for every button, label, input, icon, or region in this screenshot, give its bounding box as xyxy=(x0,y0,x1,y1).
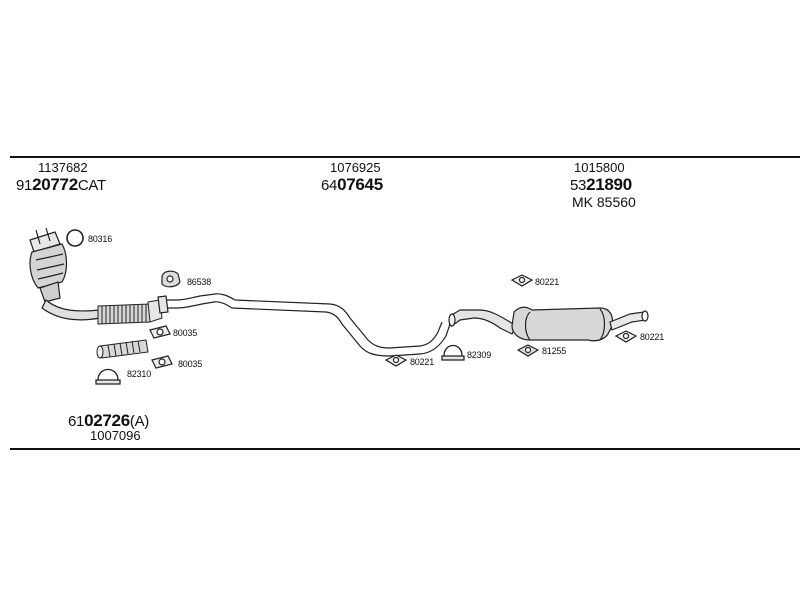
rubber-mount xyxy=(161,270,181,288)
rear-part-prefix: 53 xyxy=(570,177,587,194)
downpipe-part-suffix: (A) xyxy=(129,413,149,430)
front-part-suffix: CAT xyxy=(77,177,106,194)
callout-label: 80035 xyxy=(173,328,198,338)
pipe-clamp xyxy=(441,344,465,361)
callout-label: 80221 xyxy=(640,332,665,342)
downpipe-piece xyxy=(96,339,149,359)
rear-kit-number: MK 85560 xyxy=(572,194,636,210)
front-part-number: 9120772CAT xyxy=(16,176,106,193)
rear-oe-number: 1015800 xyxy=(574,160,625,175)
downpipe-oe-number: 1007096 xyxy=(90,428,141,443)
gasket-ring xyxy=(510,274,534,287)
rear-part-main: 21890 xyxy=(586,175,632,194)
middle-part-main: 07645 xyxy=(337,175,383,194)
downpipe-part-prefix: 61 xyxy=(68,413,85,430)
callout-label: 80221 xyxy=(410,357,435,367)
downpipe-part-number: 6102726(A) xyxy=(68,412,149,429)
middle-oe-number: 1076925 xyxy=(330,160,381,175)
flex-pipe xyxy=(97,299,163,325)
middle-pipe-flange xyxy=(157,295,169,314)
catalytic-converter xyxy=(29,227,101,321)
callout-label: 80221 xyxy=(535,277,560,287)
gasket-ring xyxy=(384,354,408,367)
callout-label: 80316 xyxy=(88,234,113,244)
flange-gasket xyxy=(149,325,171,339)
middle-part-number: 6407645 xyxy=(321,176,383,193)
rear-silencer xyxy=(448,306,649,342)
front-part-prefix: 91 xyxy=(16,177,33,194)
callout-label: 82309 xyxy=(467,350,492,360)
pipe-clamp xyxy=(95,368,121,385)
rubber-ring xyxy=(516,344,540,357)
middle-pipe xyxy=(160,293,451,357)
callout-label: 82310 xyxy=(127,369,152,379)
rear-part-number: 5321890 xyxy=(570,176,632,193)
downpipe-part-main: 02726 xyxy=(84,411,130,430)
callout-label: 86538 xyxy=(187,277,212,287)
o-ring-gasket xyxy=(66,229,84,247)
callout-label: 81255 xyxy=(542,346,567,356)
callout-label: 80035 xyxy=(178,359,203,369)
front-oe-number: 1137682 xyxy=(38,160,88,175)
front-part-main: 20772 xyxy=(32,175,78,194)
flange-gasket xyxy=(151,355,173,369)
middle-part-prefix: 64 xyxy=(321,177,338,194)
gasket-ring xyxy=(614,330,638,343)
